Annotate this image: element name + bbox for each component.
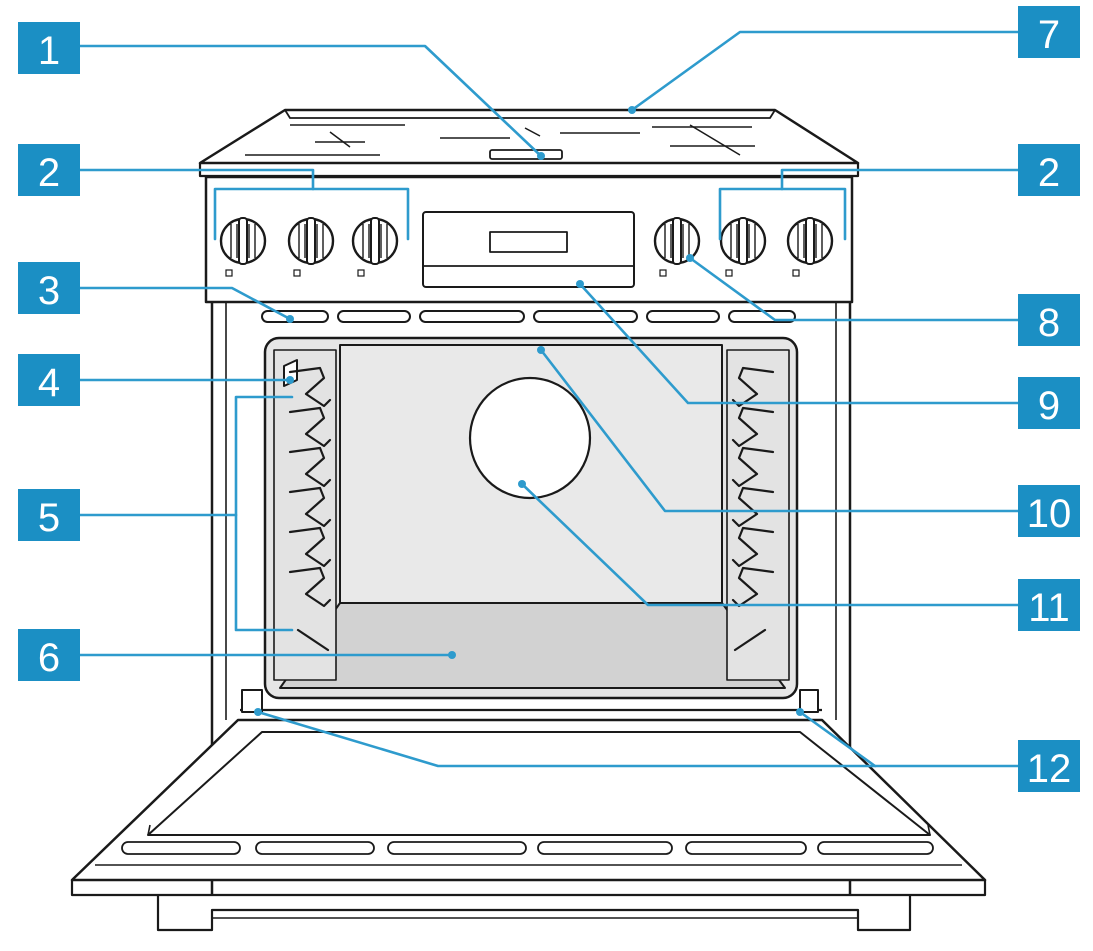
rack-support [288,566,332,608]
right-side-panel [726,349,790,681]
callout-5-label: 5 [38,496,60,540]
door-bottom-edge [70,880,987,897]
rack-support [733,628,767,652]
rack-support [731,406,775,448]
control-knob [719,217,767,277]
callout-11-label: 11 [1028,586,1070,630]
leader-8 [688,256,1020,322]
leader-2b [718,168,1020,241]
callout-1: 1 [18,22,80,74]
callout-8-label: 8 [1038,301,1060,345]
leader-dots [254,106,804,716]
callout-4: 4 [18,354,80,406]
callout-10-label: 10 [1027,492,1072,536]
leader-11 [520,482,1020,607]
control-knob [287,217,335,277]
callout-2-right-label: 2 [1038,151,1060,195]
oven-door [70,718,987,882]
callout-2-left-label: 2 [38,151,60,195]
callout-3: 3 [18,262,80,314]
rack-support [288,366,332,408]
leader-2a [78,168,315,241]
leader-12-left [256,710,877,768]
callouts: 1 2 2 3 4 5 6 7 8 9 10 11 12 [18,6,1080,792]
rack-support [296,628,330,652]
zone-indicator-icon [725,269,733,277]
rack-support [288,406,332,448]
zone-indicator-icon [792,269,800,277]
callout-9: 9 [1018,377,1080,429]
callout-12: 12 [1018,740,1080,792]
leader-1 [78,44,543,158]
rack-support [731,446,775,488]
zone-indicator-icon [293,269,301,277]
callout-4-label: 4 [38,361,60,405]
control-knobs [219,217,834,277]
cooking-zone-markings [245,124,755,156]
callout-3-label: 3 [38,269,60,313]
callout-2-right: 2 [1018,144,1080,196]
callout-1-label: 1 [38,29,60,73]
cooktop-back-edge [284,109,776,119]
control-knob [653,217,701,277]
control-knob [786,217,834,277]
ventilation-slots [261,310,796,323]
callout-5: 5 [18,489,80,541]
right-hinge [799,689,819,713]
leader-2b-right [780,187,847,241]
leader-9 [578,282,1020,405]
leader-3 [78,286,292,321]
cooktop-touch-control [489,149,563,160]
callout-6: 6 [18,629,80,681]
control-knob [219,217,267,277]
base-kickplate [156,895,912,932]
callout-8: 8 [1018,294,1080,346]
callout-2-left: 2 [18,144,80,196]
rack-support [288,486,332,528]
leader-2a-right [311,187,410,241]
rack-support [288,526,332,568]
callout-9-label: 9 [1038,384,1060,428]
leader-5-bracket [234,395,294,632]
control-knob [351,217,399,277]
cavity-floor [279,602,786,689]
left-rack-supports [288,366,332,652]
callout-11: 11 [1018,579,1080,631]
leader-7 [630,30,1020,112]
door-vent-slots [121,841,934,855]
display-window [489,231,568,253]
rack-support [731,366,775,408]
door-inner-edge [147,824,931,836]
callout-10: 10 [1018,485,1080,537]
zone-indicator-icon [659,269,667,277]
leader-10 [539,348,1020,513]
convection-fan-cover [468,376,592,500]
display-bezel [422,211,635,288]
range-body [70,108,987,932]
control-panel [204,175,854,304]
rack-support [288,446,332,488]
leader-lines [78,30,1020,768]
zone-indicator-icon [225,269,233,277]
callout-6-label: 6 [38,636,60,680]
rack-support [731,526,775,568]
callout-7: 7 [1018,6,1080,58]
rack-support [731,486,775,528]
right-rack-supports [731,366,775,652]
callout-7-label: 7 [1038,13,1060,57]
callout-12-label: 12 [1027,747,1072,791]
zone-indicator-icon [357,269,365,277]
